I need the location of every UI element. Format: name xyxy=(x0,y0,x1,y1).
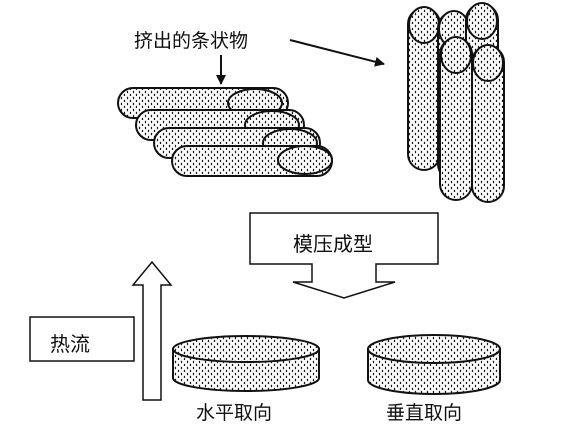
horizontal-orientation-disk xyxy=(172,335,320,392)
pointer-arrow-right xyxy=(289,39,385,67)
vertical-strip xyxy=(439,36,473,201)
vertical-strip-stack xyxy=(407,2,505,203)
vertical-strip xyxy=(471,44,505,203)
vertical-orientation-label: 垂直取向 xyxy=(386,402,463,424)
compression-molding-arrow xyxy=(249,212,439,299)
extruded-strips-label: 挤出的条状物 xyxy=(134,30,249,52)
vertical-orientation-disk xyxy=(367,334,501,395)
heat-flow-arrow xyxy=(131,260,173,401)
vertical-strip xyxy=(407,6,441,171)
compression-molding-label: 模压成型 xyxy=(293,232,373,256)
heat-flow-label: 热流 xyxy=(50,332,90,356)
heat-flow-box xyxy=(29,316,135,362)
horizontal-orientation-label: 水平取向 xyxy=(196,402,273,424)
horizontal-strip xyxy=(171,145,333,177)
horizontal-strip-stack xyxy=(117,87,333,177)
